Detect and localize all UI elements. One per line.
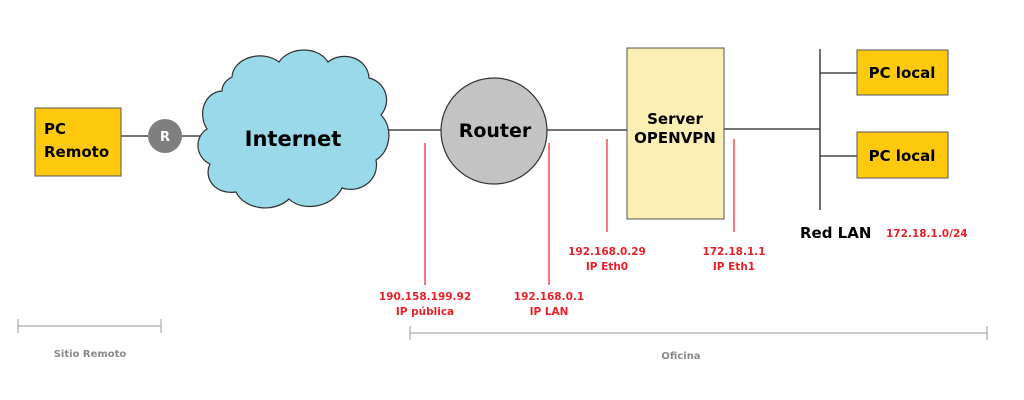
pc-local-1-node: PC local bbox=[856, 49, 949, 96]
router-circle bbox=[440, 77, 548, 185]
office-zone-label: Oficina bbox=[661, 351, 700, 362]
internet-label: Internet bbox=[245, 127, 342, 151]
internet-cloud-shape bbox=[197, 49, 390, 209]
router-node: Router bbox=[440, 77, 548, 185]
office-zone-bracket bbox=[409, 326, 988, 340]
remote-zone-label: Sitio Remoto bbox=[54, 349, 127, 360]
pc-remote-label-line1: PC bbox=[44, 120, 66, 138]
router-label: Router bbox=[459, 120, 532, 142]
server-node: Server OPENVPN bbox=[626, 47, 725, 220]
remote-router-node: R bbox=[148, 119, 182, 153]
lan-ip-desc: IP LAN bbox=[530, 306, 569, 318]
internet-node: Internet bbox=[197, 49, 390, 209]
eth1-ip-address: 172.18.1.1 bbox=[702, 246, 765, 258]
remote-router-circle bbox=[148, 119, 182, 153]
pc-remote-label-line2: Remoto bbox=[44, 143, 109, 161]
remote-zone-bracket bbox=[17, 319, 162, 333]
server-box bbox=[626, 47, 725, 220]
server-label-line2: OPENVPN bbox=[634, 129, 716, 147]
public-ip-desc: IP pública bbox=[396, 306, 454, 318]
pc-local-2-node: PC local bbox=[856, 131, 949, 179]
pc-remote-box bbox=[34, 107, 122, 177]
eth0-ip-desc: IP Eth0 bbox=[586, 261, 628, 273]
server-label-line1: Server bbox=[647, 110, 703, 128]
lan-label: Red LAN bbox=[800, 224, 871, 242]
pc-local-1-label: PC local bbox=[869, 64, 936, 82]
public-ip-address: 190.158.199.92 bbox=[379, 291, 471, 303]
eth0-ip-address: 192.168.0.29 bbox=[568, 246, 646, 258]
lan-ip-address: 192.168.0.1 bbox=[514, 291, 584, 303]
remote-router-label: R bbox=[160, 130, 170, 145]
pc-local-2-box bbox=[856, 131, 949, 179]
pc-remote-node: PC Remoto bbox=[34, 107, 122, 177]
pc-local-2-label: PC local bbox=[869, 147, 936, 165]
pc-local-1-box bbox=[856, 49, 949, 96]
eth1-ip-desc: IP Eth1 bbox=[713, 261, 755, 273]
lan-subnet: 172.18.1.0/24 bbox=[886, 228, 968, 240]
